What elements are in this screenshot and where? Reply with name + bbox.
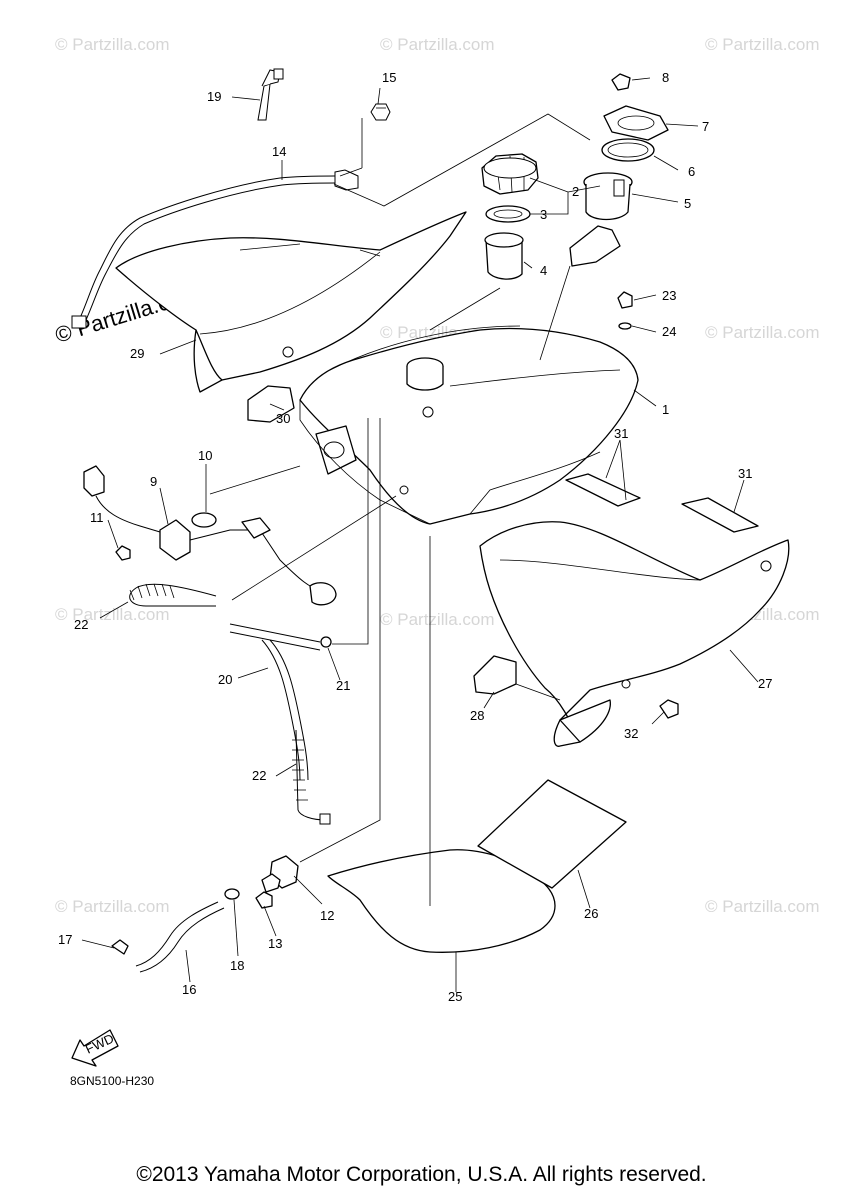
watermark: © Partzilla.com [380, 35, 495, 54]
part-5-fuel-pump [569, 172, 633, 267]
part-2-fuel-cap [481, 153, 539, 195]
callout-7: 7 [702, 119, 709, 134]
leader-lines [81, 77, 759, 992]
part-11-bolt [115, 545, 131, 561]
part-15-clamp [370, 103, 391, 121]
callout-23: 23 [662, 288, 676, 303]
callout-11: 11 [90, 510, 104, 525]
callout-15: 15 [382, 70, 396, 85]
callout-29: 29 [130, 346, 144, 361]
part-12-fitting [261, 855, 299, 893]
callout-26: 26 [584, 906, 598, 921]
callout-20: 20 [218, 672, 232, 687]
part-26-sheet [477, 779, 627, 889]
watermark: © Partzilla.com [55, 897, 170, 916]
part-19-band [257, 68, 284, 121]
callout-1: 1 [662, 402, 669, 417]
part-21-clip [320, 636, 332, 648]
callout-22: 22 [74, 617, 88, 632]
callout-31: 31 [614, 426, 628, 441]
part-6-gasket [601, 138, 655, 162]
callout-4: 4 [540, 263, 547, 278]
part-14-hose [71, 169, 359, 329]
part-9-sender-unit [83, 465, 337, 606]
callout-24: 24 [662, 324, 676, 339]
watermark: © Partzilla.com [705, 323, 820, 342]
copyright-notice: ©2013 Yamaha Motor Corporation, U.S.A. A… [136, 1163, 707, 1186]
watermark: © Partzilla.com [705, 35, 820, 54]
callout-9: 9 [150, 474, 157, 489]
callout-28: 28 [470, 708, 484, 723]
part-27-right-cover [479, 521, 790, 747]
part-22-hose [292, 729, 331, 825]
part-23-bolt [617, 291, 633, 309]
diagram-code: 8GN5100-H230 [70, 1074, 155, 1088]
part-3-gasket [485, 205, 531, 223]
watermark: © Partzilla.com [55, 35, 170, 54]
callout-13: 13 [268, 936, 282, 951]
callout-8: 8 [662, 70, 669, 85]
part-18-clip [224, 888, 240, 900]
part-29-left-cover [115, 211, 467, 393]
part-22-hose [129, 583, 217, 607]
part-25-undertray [327, 849, 556, 953]
callout-14: 14 [272, 144, 286, 159]
part-4-filler-tube [484, 232, 524, 280]
part-7-plate [603, 105, 669, 141]
callout-18: 18 [230, 958, 244, 973]
callout-3: 3 [540, 207, 547, 222]
callout-32: 32 [624, 726, 638, 741]
callout-16: 16 [182, 982, 196, 997]
watermark: © Partzilla.com [380, 610, 495, 629]
callout-27: 27 [758, 676, 772, 691]
part-13-bolt [255, 891, 273, 909]
callout-25: 25 [448, 989, 462, 1004]
callout-5: 5 [684, 196, 691, 211]
part-17-clip [111, 939, 129, 955]
callout-6: 6 [688, 164, 695, 179]
part-16-hose [135, 901, 225, 973]
callout-31: 31 [738, 466, 752, 481]
callout-10: 10 [198, 448, 212, 463]
callout-21: 21 [336, 678, 350, 693]
part-28-pad [473, 655, 517, 695]
part-8-nut [611, 73, 631, 91]
part-31-strip [565, 473, 641, 507]
part-32-bolt [659, 699, 679, 719]
callout-17: 17 [58, 932, 72, 947]
part-20-hose [229, 623, 321, 781]
callouts: 1 2 3 4 5 6 7 8 9 10 11 12 13 14 15 16 1… [58, 70, 772, 1004]
watermark: © Partzilla.com [705, 897, 820, 916]
callout-22: 22 [252, 768, 266, 783]
fwd-arrow-icon: FWD [71, 1029, 119, 1067]
callout-30: 30 [276, 411, 290, 426]
part-1-fuel-tank [299, 325, 639, 525]
watermark: © Partzilla.com [55, 605, 170, 624]
part-10-gasket [191, 512, 217, 528]
part-24-washer [618, 322, 632, 330]
callout-19: 19 [207, 89, 221, 104]
callout-2: 2 [572, 184, 579, 199]
part-31-strip [681, 497, 759, 533]
callout-12: 12 [320, 908, 334, 923]
